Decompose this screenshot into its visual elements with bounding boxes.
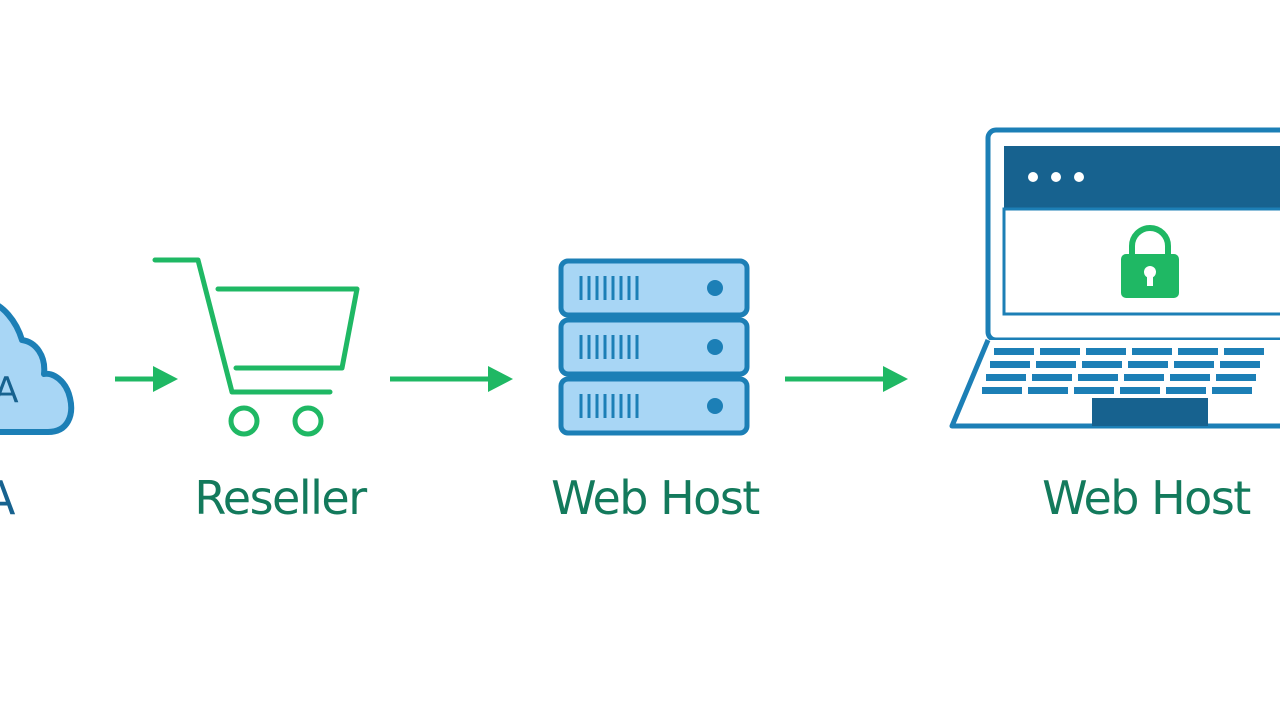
padlock-icon bbox=[1121, 225, 1179, 298]
step-label-web-host-client: Web Host bbox=[1042, 471, 1251, 525]
arrow-right-icon bbox=[785, 366, 908, 392]
step-label-source: A bbox=[0, 468, 24, 528]
server-unit bbox=[558, 376, 750, 436]
shopping-cart-icon bbox=[152, 257, 360, 437]
server-stack-icon bbox=[558, 258, 750, 436]
svg-text:A: A bbox=[0, 370, 19, 411]
arrow-right-icon bbox=[390, 366, 513, 392]
laptop-secure-icon bbox=[949, 127, 1280, 429]
arrow-right-icon bbox=[115, 366, 178, 392]
keyboard bbox=[982, 348, 1264, 394]
server-unit bbox=[558, 317, 750, 377]
cloud-icon: A bbox=[0, 303, 75, 435]
server-unit bbox=[558, 258, 750, 318]
step-label-web-host: Web Host bbox=[551, 471, 760, 525]
step-label-reseller: Reseller bbox=[194, 471, 367, 525]
trackpad bbox=[1092, 398, 1208, 426]
